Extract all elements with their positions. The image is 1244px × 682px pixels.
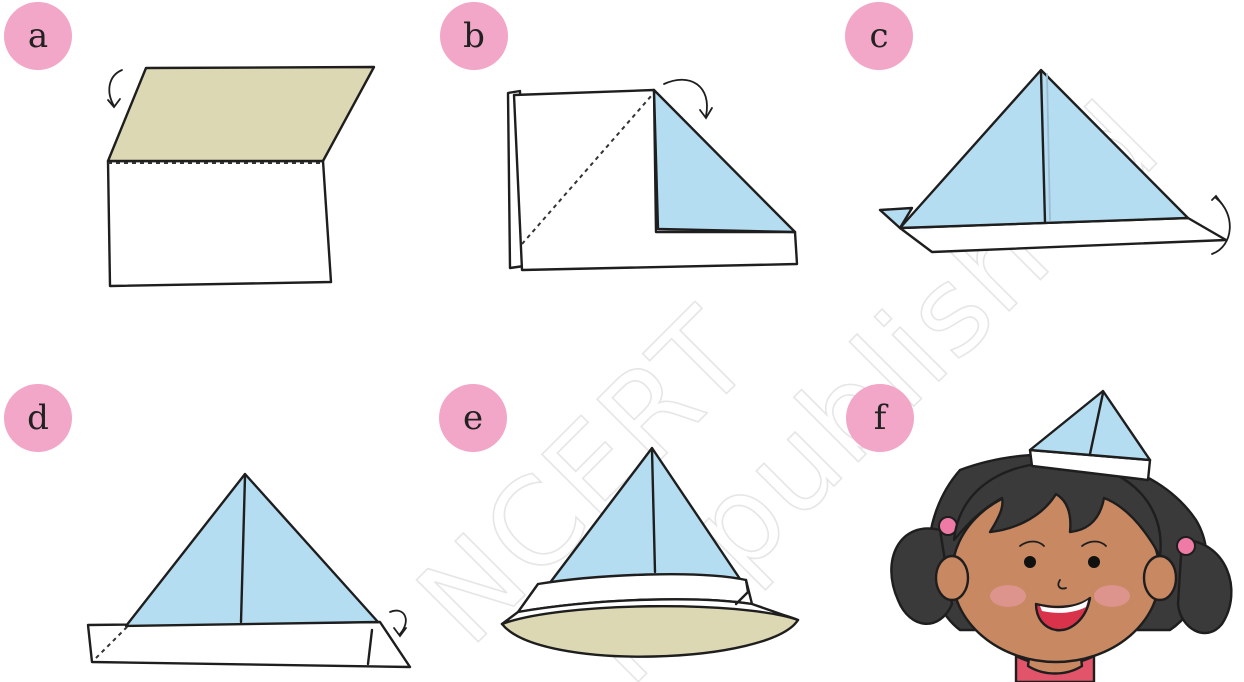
cheek-left — [990, 585, 1026, 607]
fold-arrow-icon — [663, 78, 713, 120]
center-seam — [239, 474, 247, 624]
step-label-a: a — [28, 16, 48, 56]
step-e-figure — [500, 446, 800, 658]
step-label-e: e — [463, 398, 483, 438]
fold-arrow-icon — [107, 69, 123, 109]
fold-arrow-icon — [389, 609, 407, 638]
brim-flap-edge — [366, 628, 374, 666]
step-badge-c: c — [845, 2, 913, 70]
step-f-figure: f — [846, 384, 1233, 682]
badge-circle — [4, 2, 72, 70]
badge-circle — [846, 384, 914, 452]
badge-circle — [439, 384, 507, 452]
step-badge-a: a — [4, 2, 72, 70]
eye-left — [1024, 556, 1036, 568]
badge-circle — [845, 2, 913, 70]
hat-brim — [86, 620, 412, 669]
hair-tie-right — [1176, 536, 1196, 556]
ear-right — [1142, 554, 1178, 602]
step-label-d: d — [27, 398, 49, 438]
hat-seam — [1088, 391, 1105, 456]
step-badge-e: e — [439, 384, 507, 452]
step-a-figure — [106, 65, 376, 288]
hat-band-lower — [500, 598, 800, 626]
brow-left — [1019, 540, 1045, 547]
cheek-right — [1094, 585, 1130, 607]
brim-corner — [878, 206, 914, 230]
step-badges: a b c d e — [4, 2, 913, 452]
step-b-figure — [506, 78, 799, 272]
blue-triangle-flap — [652, 88, 797, 234]
badge-circle — [4, 384, 72, 452]
step-c-figure — [878, 68, 1231, 255]
ear-left — [934, 554, 970, 602]
paper-base — [106, 159, 333, 288]
brow-right — [1081, 540, 1107, 547]
paper-flap — [106, 65, 376, 163]
step-badge-f: f — [846, 384, 914, 452]
teeth — [1040, 600, 1088, 613]
center-seam-inner — [1046, 73, 1051, 221]
step-badge-d: d — [4, 384, 72, 452]
paper-hat-icon — [1028, 389, 1152, 482]
center-seam — [1039, 70, 1047, 224]
fold-arrow-icon — [1211, 194, 1231, 255]
band-fold — [734, 578, 750, 606]
badge-circle — [440, 2, 508, 70]
pigtail-right — [1176, 538, 1233, 635]
diagonal-fold-line — [521, 94, 653, 245]
step-d-figure — [86, 472, 412, 669]
step-label-c: c — [869, 16, 888, 56]
step-badge-b: b — [440, 2, 508, 70]
nose — [1057, 579, 1067, 590]
eye-right — [1088, 556, 1100, 568]
step-label-f: f — [874, 398, 889, 438]
step-label-b: b — [463, 16, 485, 56]
hat-triangle — [124, 472, 380, 628]
center-seam — [650, 448, 657, 574]
pigtail-left — [890, 527, 954, 625]
